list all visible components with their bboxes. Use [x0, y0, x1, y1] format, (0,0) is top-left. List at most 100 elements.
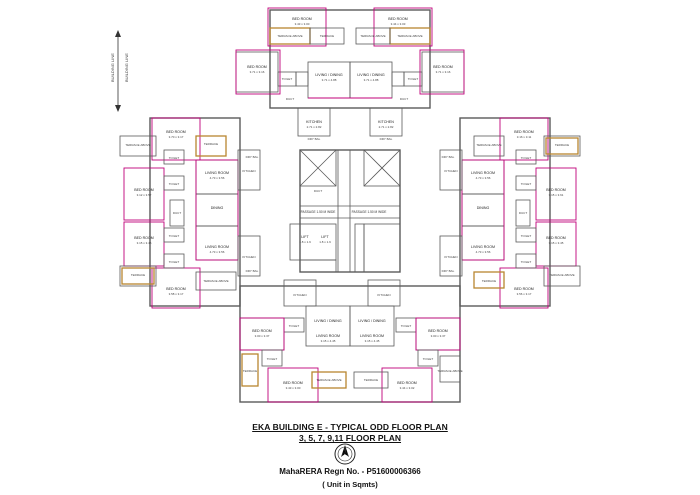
- dim-kitchen: 2.71 x 2.82: [307, 125, 322, 129]
- label-bed-room: BED ROOM: [397, 381, 417, 385]
- label-kitchen: KITCHEN: [293, 293, 306, 297]
- label-lift: LIFT: [301, 235, 309, 239]
- top-wing: BED ROOM 3.43 x 3.00 BED ROOM 3.44 x 3.0…: [235, 7, 465, 141]
- label-terrace: TERRACE: [243, 369, 257, 373]
- dim-bed-bl: 3.43 x 3.00: [286, 386, 301, 390]
- dim-bed-left-1: 3.70 x 3.17: [169, 135, 184, 139]
- label-terrace: TERRACE: [320, 34, 334, 38]
- label-bed-room: BED ROOM: [514, 287, 534, 291]
- dim-lift: 1.8 x 1.9: [319, 240, 331, 244]
- bottom-wing: KITCHEN KITCHEN LIVING / DINING LIVING /…: [239, 279, 463, 403]
- label-living-dining: LIVING / DINING: [315, 73, 343, 77]
- dim-living-left: 4.73 x 3.56: [210, 250, 225, 254]
- label-toilet: TOILET: [169, 182, 180, 186]
- label-living-room: LIVING ROOM: [205, 245, 229, 249]
- label-toilet: TOILET: [408, 77, 419, 81]
- label-dry-bal: DRY BAL: [246, 155, 259, 159]
- dim-bed-left-2: 3.12 x 3.57: [137, 193, 152, 197]
- label-toilet: TOILET: [423, 357, 434, 361]
- label-living-room: LIVING ROOM: [316, 334, 340, 338]
- label-duct: DUCT: [173, 211, 181, 215]
- label-toilet: TOILET: [169, 234, 180, 238]
- label-toilet: TOILET: [289, 324, 300, 328]
- unit-note: ( Unit in Sqmts): [322, 480, 378, 489]
- dim-living-bottom-right: 3.15 x 4.45: [365, 339, 380, 343]
- label-terrace-above: TERRACE ABOVE: [203, 279, 228, 283]
- north-label: N: [342, 451, 348, 457]
- label-bed-room: BED ROOM: [388, 17, 408, 21]
- dim-bed-top-left: 3.43 x 3.00: [295, 22, 310, 26]
- label-bed-room: BED ROOM: [134, 236, 154, 240]
- dim-bed-top-right: 3.44 x 3.03: [391, 22, 406, 26]
- label-terrace-above: TERRACE ABOVE: [549, 273, 574, 277]
- label-dry-bal: DRY BAL: [308, 137, 321, 141]
- plan-subtitle: 3, 5, 7, 9,11 FLOOR PLAN: [298, 433, 402, 443]
- dim-living-top-left: 3.71 x 4.88: [322, 78, 337, 82]
- dim-bed-br: 3.44 x 3.02: [400, 386, 415, 390]
- label-dry-bal: DRY BAL: [442, 269, 455, 273]
- label-terrace: TERRACE: [482, 279, 496, 283]
- label-toilet: TOILET: [282, 77, 293, 81]
- label-duct: DUCT: [400, 97, 408, 101]
- dim-bed-mid-right: 3.71 x 3.16: [436, 70, 451, 74]
- label-dining: DINING: [477, 206, 490, 210]
- label-terrace: TERRACE: [204, 142, 218, 146]
- label-dry-bal: DRY BAL: [380, 137, 393, 141]
- label-bed-room: BED ROOM: [247, 65, 267, 69]
- north-arrow: N: [335, 444, 355, 464]
- plan-title: EKA BUILDING E - TYPICAL ODD FLOOR PLAN: [252, 422, 448, 432]
- building-line-marker: [115, 30, 121, 112]
- label-terrace-above: TERRACE ABOVE: [360, 34, 385, 38]
- label-bed-room: BED ROOM: [546, 236, 566, 240]
- label-lift: LIFT: [321, 235, 329, 239]
- dim-bed-right-1: 3.16 x 3.11: [517, 135, 532, 139]
- label-toilet: TOILET: [521, 182, 532, 186]
- dim-bed-left-4: 3.58 x 3.17: [169, 292, 184, 296]
- dim-kitchen: 2.71 x 2.82: [379, 125, 394, 129]
- label-dry-bal: DRY BAL: [246, 269, 259, 273]
- label-living-room: LIVING ROOM: [360, 334, 384, 338]
- label-living-room: LIVING ROOM: [205, 171, 229, 175]
- dim-bed-mid-left: 3.71 x 3.16: [250, 70, 265, 74]
- label-kitchen: KITCHEN: [242, 255, 255, 259]
- label-kitchen: KITCHEN: [378, 120, 394, 124]
- dim-bed-right-4: 3.56 x 3.17: [517, 292, 532, 296]
- dim-living-right: 4.73 x 3.56: [476, 250, 491, 254]
- label-bed-room: BED ROOM: [433, 65, 453, 69]
- label-terrace-above: TERRACE ABOVE: [397, 34, 422, 38]
- label-toilet: TOILET: [521, 234, 532, 238]
- label-terrace-above: TERRACE ABOVE: [277, 34, 302, 38]
- label-passage: PASSAGE 1.50 M WIDE: [301, 210, 336, 214]
- left-wing: BED ROOM 3.70 x 3.17 TERRACE ABOVE TERRA…: [119, 117, 261, 309]
- label-kitchen: KITCHEN: [444, 255, 457, 259]
- label-toilet: TOILET: [169, 156, 180, 160]
- dim-living-top-right: 3.71 x 4.88: [364, 78, 379, 82]
- dim-bed-right-2: 3.15 x 3.61: [549, 193, 564, 197]
- label-toilet: TOILET: [169, 260, 180, 264]
- label-terrace: TERRACE: [364, 378, 378, 382]
- label-kitchen: KITCHEN: [377, 293, 390, 297]
- dim-bed-bottom-left: 3.00 x 3.37: [255, 334, 270, 338]
- label-bed-room: BED ROOM: [283, 381, 303, 385]
- label-living-dining: LIVING / DINING: [357, 73, 385, 77]
- label-living-room: LIVING ROOM: [471, 171, 495, 175]
- label-duct: DUCT: [519, 211, 527, 215]
- label-kitchen: KITCHEN: [242, 169, 255, 173]
- label-duct: DUCT: [286, 97, 294, 101]
- label-bed-room: BED ROOM: [546, 188, 566, 192]
- label-toilet: TOILET: [521, 260, 532, 264]
- label-bed-room: BED ROOM: [166, 287, 186, 291]
- dim-living-left: 4.73 x 3.56: [210, 176, 225, 180]
- building-line-label: BUILDING LINE: [124, 53, 129, 82]
- label-dry-bal: DRY BAL: [442, 155, 455, 159]
- label-bed-room: BED ROOM: [514, 130, 534, 134]
- dim-living-bottom-left: 3.15 x 4.45: [321, 339, 336, 343]
- label-kitchen: KITCHEN: [306, 120, 322, 124]
- label-bed-room: BED ROOM: [428, 329, 448, 333]
- rera-number: MahaRERA Regn No. - P51600006366: [279, 467, 421, 476]
- building-line-label: BUILDING LINE: [110, 53, 115, 82]
- label-bed-room: BED ROOM: [252, 329, 272, 333]
- north-arrow-icon: [334, 443, 356, 465]
- label-toilet: TOILET: [267, 357, 278, 361]
